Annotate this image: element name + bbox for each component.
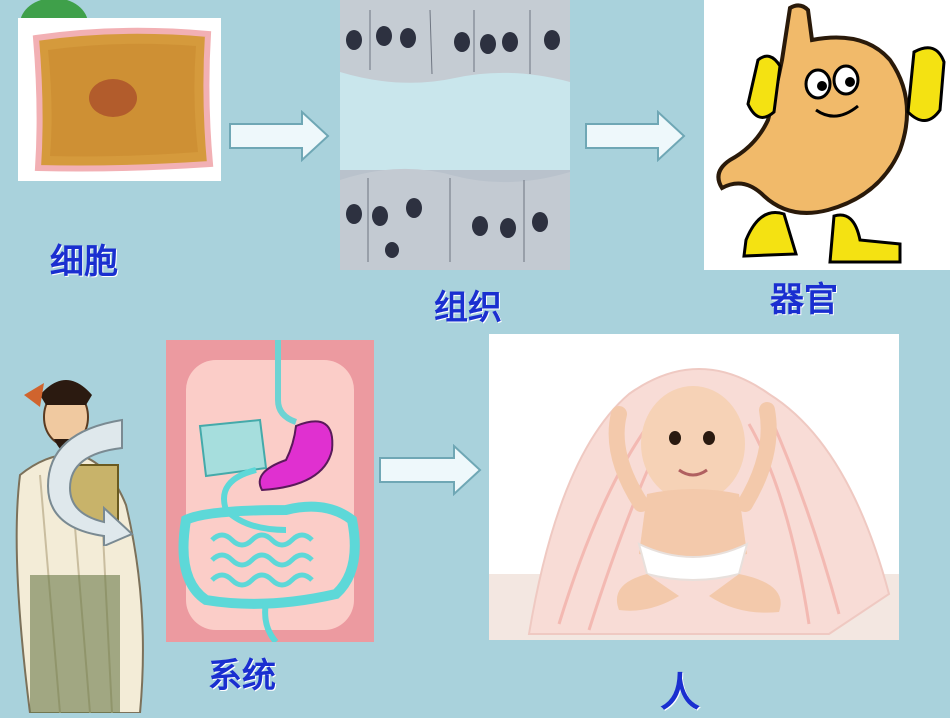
label-human: 人 [660,670,700,716]
plant-cell-image [18,18,221,181]
arrow-tissue-to-organ [584,110,688,162]
arrow-cell-to-tissue [228,110,332,162]
label-tissue: 组织 [434,288,502,328]
label-system: 系统 [208,656,276,696]
stomach-cartoon-image [704,0,950,270]
tissue-micrograph-image [340,0,570,270]
curved-arrow-system-to-human [40,418,136,546]
arrow-system-to-human [378,444,484,496]
digestive-system-image [166,340,374,642]
label-organ: 器官 [770,280,838,320]
label-cell: 细胞 [50,242,118,282]
baby-photo-image [489,334,899,640]
